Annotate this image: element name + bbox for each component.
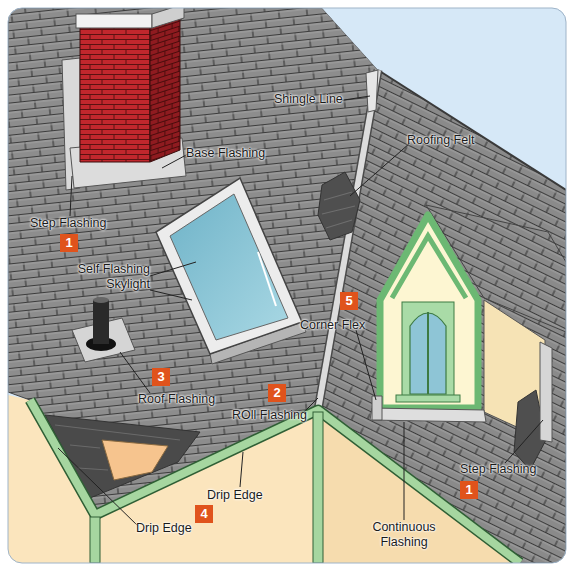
- dormer-front: [380, 215, 478, 408]
- window-glass: [410, 313, 446, 394]
- roof-sheathing: [102, 440, 168, 480]
- glass-highlight: [258, 252, 276, 306]
- leader-line: [404, 422, 405, 520]
- window-sill: [396, 395, 460, 402]
- leader-line: [344, 96, 370, 100]
- corner-trim: [90, 517, 100, 563]
- part-label: Drip Edge: [136, 521, 192, 536]
- callout-number: 5: [340, 292, 358, 310]
- part-label: Step Flashing: [30, 216, 106, 231]
- sky: [8, 8, 566, 563]
- leader-line: [240, 452, 243, 487]
- part-label: Continuous Flashing: [362, 520, 446, 550]
- shingle-line: [366, 70, 378, 112]
- part-label: Self Flashing Skylight: [58, 262, 150, 292]
- roof-edge: [378, 70, 566, 190]
- step-flashing: [540, 342, 552, 442]
- vent-pipe-top: [93, 297, 109, 303]
- window-mullion: [427, 312, 429, 394]
- leader-line: [162, 154, 188, 168]
- callout-number: 1: [460, 481, 478, 499]
- skylight-glass: [170, 194, 288, 340]
- leader-line: [70, 176, 72, 216]
- part-label: Base Flashing: [186, 146, 265, 161]
- part-label: Roof Flashing: [138, 392, 215, 407]
- callout-number: 3: [152, 368, 170, 386]
- leader-line: [150, 262, 196, 276]
- window-frame: [402, 302, 454, 398]
- callout-number: 2: [268, 384, 286, 402]
- chimney-cap: [76, 14, 152, 28]
- part-label: Shingle Line: [274, 92, 343, 107]
- chimney-side: [150, 18, 180, 162]
- dormer-trim: [392, 236, 466, 298]
- leader-line: [356, 330, 376, 400]
- leader-line: [350, 143, 410, 196]
- leader-line: [505, 420, 543, 463]
- roofing-felt-lines: [322, 192, 355, 228]
- valley-flashing: [318, 70, 378, 410]
- continuous-flashing: [370, 408, 486, 422]
- leader-lines: [58, 96, 543, 526]
- callout-number: 4: [195, 505, 213, 523]
- valley-flashing: [318, 70, 378, 410]
- vent-pipe: [93, 300, 109, 344]
- part-label: Roofing Felt: [407, 133, 474, 148]
- illustration-group: [8, 8, 566, 563]
- leader-line: [120, 352, 150, 393]
- part-label: Corner Flex: [300, 318, 365, 333]
- frame-border: [8, 8, 566, 563]
- leader-line: [58, 448, 138, 526]
- part-label: Step Flashing: [460, 462, 536, 477]
- roofing-felt: [318, 172, 360, 240]
- callout-number: 1: [60, 234, 78, 252]
- corner-flex: [372, 396, 382, 420]
- corner-trim: [313, 412, 323, 563]
- chimney-front: [80, 28, 150, 162]
- drip-edge: [30, 400, 520, 563]
- chimney-cap: [152, 8, 184, 28]
- skylight-frame: [156, 178, 302, 354]
- leader-line: [150, 290, 192, 300]
- drip-edge: [30, 400, 520, 563]
- part-label: Drip Edge: [207, 488, 263, 503]
- part-label: ROll Flashing: [232, 408, 307, 423]
